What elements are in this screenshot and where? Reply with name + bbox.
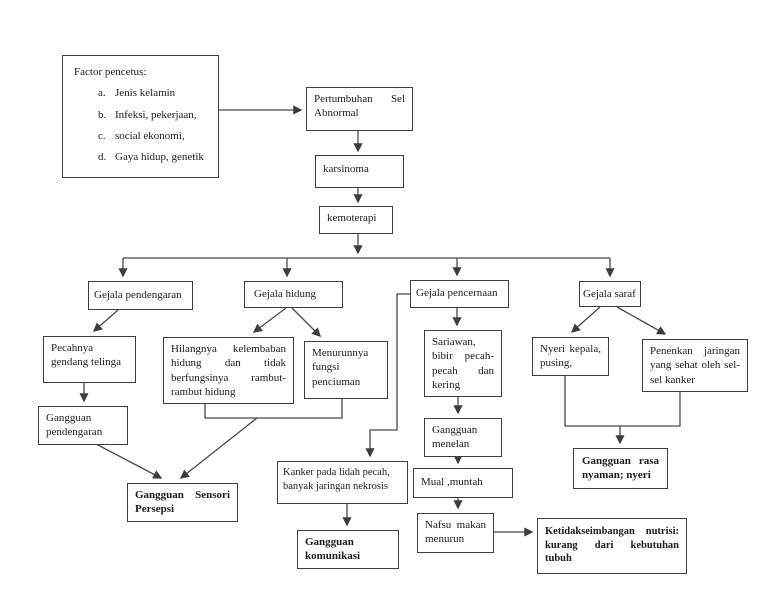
node-gangguan-sensori-persepsi: Gangguan Sensori Persepsi	[127, 483, 238, 522]
node-gangguan-rasa-nyaman: Gangguan rasa nyaman; nyeri	[573, 448, 668, 489]
node-gangguan-komunikasi: Gangguan komunikasi	[297, 530, 399, 569]
list-marker: d.	[98, 151, 107, 164]
arrow-saraf-to-nyeri	[570, 306, 601, 333]
node-karsinoma: karsinoma	[315, 155, 404, 188]
node-gejala-saraf: Gejala saraf	[579, 281, 641, 308]
factor-item-label: Jenis kelamin	[115, 87, 176, 100]
factor-item-c: c. social ekonomi,	[98, 129, 209, 143]
arrow-merge-to-sensori	[179, 417, 258, 479]
arrow-hidung-to-hilangnya	[252, 307, 287, 333]
factor-item-label: Infeksi, pekerjaan,	[115, 108, 197, 121]
factor-item-label: social ekonomi,	[115, 129, 185, 142]
node-mual-muntah: Mual ,muntah	[413, 468, 513, 498]
node-gangguan-menelan: Gangguan menelan	[424, 418, 502, 457]
node-ketidakseimbangan-nutrisi: Ketidakseimbangan nutrisi: kurang dari k…	[537, 518, 687, 574]
node-sariawan: Sariawan, bibir pecah-pecah dan kering	[424, 330, 502, 398]
node-pecahnya-gendang-telinga: Pecahnya gendang telinga	[43, 336, 136, 383]
factor-item-a: a. Jenis kelamin	[98, 86, 209, 100]
factor-item-b: b. Infeksi, pekerjaan,	[98, 108, 209, 122]
node-gejala-hidung: Gejala hidung	[244, 281, 343, 308]
list-marker: b.	[98, 108, 107, 121]
factor-item-label: Gaya hidup, genetik	[115, 151, 204, 164]
arrow-gangguan-to-sensori	[95, 443, 163, 479]
node-pertumbuhan-sel-abnormal: Pertumbuhan Sel Abnormal	[306, 87, 413, 131]
node-penenkan-jaringan: Penenkan jaringan yang sehat oleh sel-se…	[642, 339, 748, 392]
node-factor-pencetus: Factor pencetus: a. Jenis kelamin b. Inf…	[62, 55, 219, 179]
node-nafsu-makan-menurun: Nafsu makan menurun	[417, 513, 494, 553]
node-hilangnya-kelembaban: Hilangnya kelembaban hidung dan tidak be…	[163, 337, 294, 405]
arrow-saraf-to-penenkan	[616, 306, 667, 335]
factor-item-d: d. Gaya hidup, genetik	[98, 150, 209, 164]
node-gejala-pencernaan: Gejala pencernaan	[410, 280, 509, 308]
arrow-pendengaran-to-pecahnya	[92, 309, 119, 332]
node-menurunnya-fungsi-penciuman: Menurunnya fungsi penciuman	[304, 341, 388, 399]
list-marker: c.	[98, 129, 106, 142]
list-marker: a.	[98, 87, 106, 100]
node-kemoterapi: kemoterapi	[319, 206, 393, 234]
node-kanker-pada-lidah: Kanker pada lidah pecah, banyak jaringan…	[277, 461, 408, 504]
node-gangguan-pendengaran: Gangguan pendengaran	[38, 406, 128, 445]
node-nyeri-kepala-pusing: Nyeri kepala, pusing,	[532, 337, 609, 376]
node-gejala-pendengaran: Gejala pendengaran	[88, 281, 193, 310]
factor-title: Factor pencetus:	[74, 66, 147, 78]
arrow-hidung-to-menurunnya	[291, 307, 321, 337]
